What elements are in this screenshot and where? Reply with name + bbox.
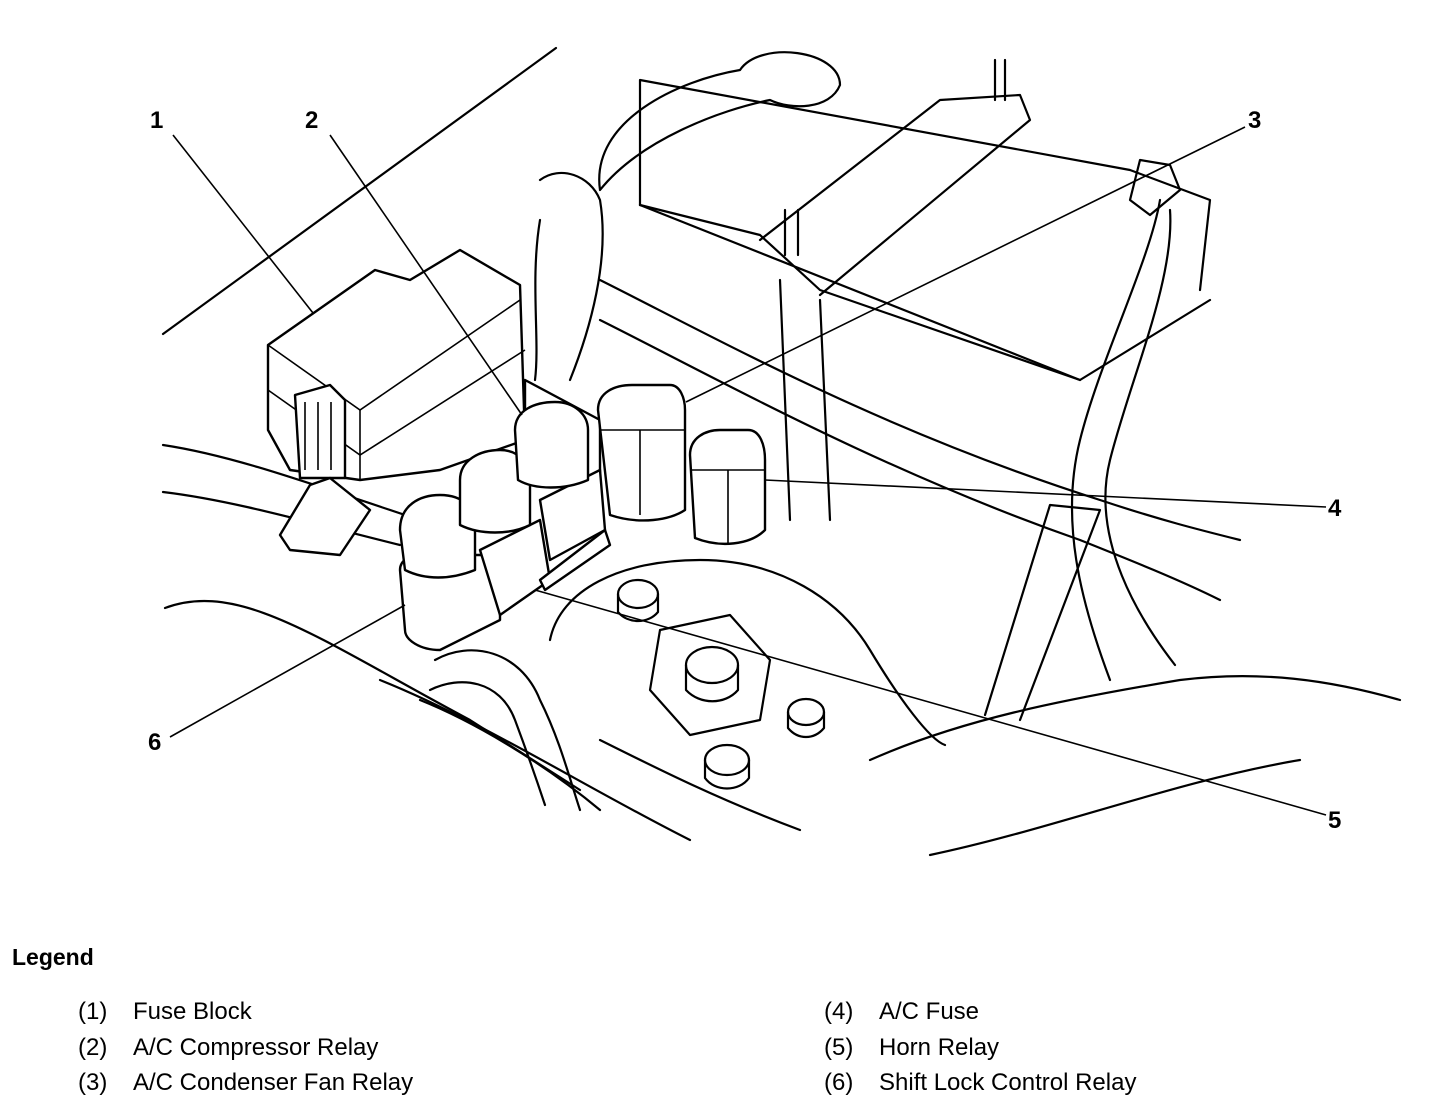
legend-item-number: (4) bbox=[824, 998, 854, 1025]
leader-lines bbox=[169, 126, 1327, 816]
legend-item-number: (3) bbox=[78, 1069, 108, 1096]
mounting-plate bbox=[548, 503, 1402, 857]
battery bbox=[638, 58, 1212, 522]
legend-item-label: Shift Lock Control Relay bbox=[879, 1069, 1137, 1096]
legend-item-4: (4) A/C Fuse bbox=[824, 998, 979, 1026]
legend-item-label: A/C Condenser Fan Relay bbox=[133, 1069, 414, 1096]
callout-numbers: 1 2 3 4 5 6 bbox=[148, 107, 1342, 834]
callout-4: 4 bbox=[1328, 495, 1342, 522]
cable-harness bbox=[428, 51, 1242, 812]
background-structure bbox=[161, 46, 802, 842]
legend-item-label: Horn Relay bbox=[879, 1034, 1000, 1061]
legend-item-label: A/C Fuse bbox=[879, 998, 980, 1025]
legend-item-number: (1) bbox=[78, 998, 108, 1025]
legend-item-6: (6) Shift Lock Control Relay bbox=[824, 1069, 1136, 1097]
relay-bank bbox=[398, 378, 767, 652]
legend-item-3: (3) A/C Condenser Fan Relay bbox=[78, 1069, 413, 1097]
callout-6: 6 bbox=[148, 729, 161, 756]
legend-title: Legend bbox=[12, 944, 94, 970]
fuse-block bbox=[266, 248, 527, 557]
callout-3: 3 bbox=[1248, 107, 1261, 134]
legend-item-label: Fuse Block bbox=[133, 998, 252, 1025]
legend-item-5: (5) Horn Relay bbox=[824, 1034, 999, 1062]
legend-item-number: (2) bbox=[78, 1034, 108, 1061]
legend-item-number: (6) bbox=[824, 1069, 854, 1096]
legend-item-1: (1) Fuse Block bbox=[78, 998, 252, 1026]
callout-1: 1 bbox=[150, 107, 163, 134]
legend-item-number: (5) bbox=[824, 1034, 854, 1061]
callout-2: 2 bbox=[305, 107, 318, 134]
engine-compartment-diagram: 1 2 3 4 5 6 bbox=[148, 46, 1402, 857]
legend-item-2: (2) A/C Compressor Relay bbox=[78, 1034, 378, 1062]
callout-5: 5 bbox=[1328, 807, 1341, 834]
legend-item-label: A/C Compressor Relay bbox=[133, 1034, 379, 1061]
